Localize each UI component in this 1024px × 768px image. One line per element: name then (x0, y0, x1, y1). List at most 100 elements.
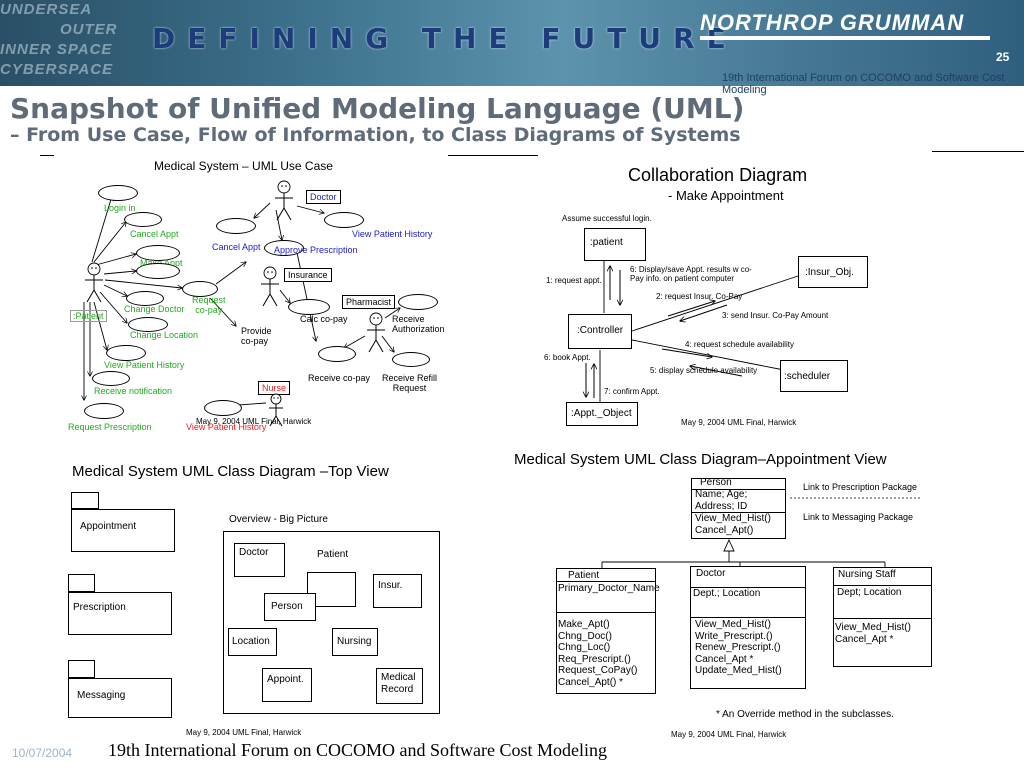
use-case-oval (398, 294, 438, 310)
use-case-label: Approve Prescription (274, 245, 358, 255)
banner-background-words: UNDERSEA OUTER INNER SPACE CYBERSPACE (0, 0, 150, 86)
use-case-label: Receive Refill Request (382, 373, 438, 394)
use-case-oval (182, 281, 218, 297)
banner-subtitle: 19th International Forum on COCOMO and S… (722, 72, 1005, 96)
use-case-oval (106, 345, 146, 361)
class-operations: View_Med_Hist() Write_Prescript.() Renew… (695, 619, 782, 676)
class-attributes: Name; Age; Address; ID (695, 489, 748, 512)
collaboration-subheading: - Make Appointment (668, 188, 784, 203)
use-case-oval (204, 400, 242, 416)
use-case-oval (288, 299, 330, 315)
class-attributes: Dept.; Location (693, 588, 761, 599)
class-appointment: Appoint. (262, 668, 312, 702)
class-person: Person (264, 593, 316, 621)
insurance-actor-label: Insurance (284, 268, 332, 283)
banner-word: CYBERSPACE (0, 61, 114, 78)
package-tab (71, 492, 99, 509)
object-insurance: :Insur_Obj. (798, 256, 868, 288)
overview-label: Overview - Big Picture (229, 514, 328, 525)
patient-actor-label: :Patient (70, 310, 107, 323)
appt-view-heading: Medical System UML Class Diagram–Appoint… (514, 451, 887, 468)
slide-number: 25 (996, 50, 1010, 64)
message-label: 1: request appt. (546, 276, 602, 285)
slide-title: Snapshot of Unified Modeling Language (U… (10, 92, 745, 125)
class-nursing-box (833, 567, 932, 667)
class-patient-box (556, 568, 656, 694)
use-case-oval (324, 212, 364, 228)
class-name: Nursing Staff (838, 569, 896, 580)
title-rule (448, 155, 538, 156)
class-medical-record: Medical Record (376, 668, 423, 704)
class-divider (556, 581, 656, 582)
class-divider (691, 512, 786, 513)
class-divider (690, 587, 806, 588)
use-case-label: View Patient History (186, 422, 267, 432)
message-label: 7: confirm Appt. (604, 387, 660, 396)
inheritance-triangle (723, 538, 735, 552)
class-name: Doctor (696, 568, 726, 579)
use-case-oval (318, 346, 356, 362)
diagram-footer: May 9, 2004 UML Final, Harwick (671, 730, 787, 739)
object-appointment: :Appt._Object (566, 402, 638, 426)
package-messaging: Messaging (68, 678, 172, 718)
use-case-label: Change Location (130, 330, 199, 340)
use-case-oval (392, 352, 430, 367)
collaboration-heading: Collaboration Diagram (628, 165, 808, 185)
use-case-label: Provide co-pay (241, 326, 272, 347)
logo-underline (700, 36, 990, 40)
class-divider (556, 612, 656, 613)
pharmacist-actor-icon (367, 312, 385, 353)
insurance-actor-icon (261, 266, 279, 307)
class-divider (691, 489, 786, 490)
package-appointment: Appointment (71, 509, 175, 552)
banner-word: OUTER (60, 21, 118, 38)
banner-word: INNER SPACE (0, 41, 113, 58)
title-rule (932, 151, 1024, 152)
class-insurance: Insur. (373, 574, 422, 608)
class-patient-label: Patient (317, 549, 349, 560)
diagram-footer: May 9, 2004 UML Final, Harwick (681, 418, 797, 427)
class-operations: View_Med_Hist() Cancel_Apt * (835, 622, 911, 645)
collaboration-message-arrows (586, 266, 743, 398)
class-divider (833, 585, 932, 586)
message-label: 4: request schedule availability (685, 340, 794, 349)
slide-subtitle: – From Use Case, Flow of Information, to… (10, 124, 741, 146)
class-operations: View_Med_Hist() Cancel_Apt() (695, 513, 771, 536)
use-case-associations (84, 196, 400, 406)
use-case-label: View Patient History (352, 229, 433, 239)
title-rule (40, 155, 54, 156)
package-tab (68, 660, 95, 678)
message-label: 3: send Insur. Co-Pay Amount (722, 311, 829, 320)
use-case-oval (136, 245, 180, 261)
diagram-footer: May 9, 2004 UML Final, Harwick (186, 728, 302, 737)
doctor-actor-label: Doctor (306, 190, 341, 205)
doctor-actor-icon (275, 180, 293, 221)
use-case-label: Receive notification (94, 386, 173, 396)
footer-date: 10/07/2004 (12, 746, 73, 760)
package-tab (68, 574, 95, 592)
class-nursing: Nursing (332, 628, 378, 656)
use-case-oval (84, 403, 124, 419)
class-name: Person (700, 477, 732, 488)
message-label: 6: book Appt. (544, 353, 591, 362)
top-view-heading: Medical System UML Class Diagram –Top Vi… (72, 463, 389, 480)
use-case-oval (264, 240, 304, 256)
class-attributes: Primary_Doctor_Name (558, 583, 660, 594)
class-divider (833, 618, 932, 619)
package-link: Link to Messaging Package (803, 512, 914, 522)
object-patient: :patient (584, 228, 646, 261)
use-case-oval (216, 218, 256, 234)
class-person-box (691, 478, 786, 539)
use-case-label: Cancel Appt (212, 242, 261, 252)
use-case-label: Request Prescription (68, 422, 152, 432)
tagline: DEFINING THE FUTURE (152, 22, 738, 55)
use-case-heading: Medical System – UML Use Case (154, 159, 333, 173)
message-label: 2: request Insur. Co-Pay (656, 292, 743, 301)
class-location: Location (228, 628, 277, 656)
pharmacist-actor-label: Pharmacist (342, 295, 396, 310)
class-name: Patient (568, 570, 600, 581)
use-case-oval (124, 212, 162, 227)
use-case-label: Request co-pay (192, 295, 226, 316)
use-case-label: Calc co-pay (300, 314, 348, 324)
banner-word: UNDERSEA (0, 1, 93, 18)
